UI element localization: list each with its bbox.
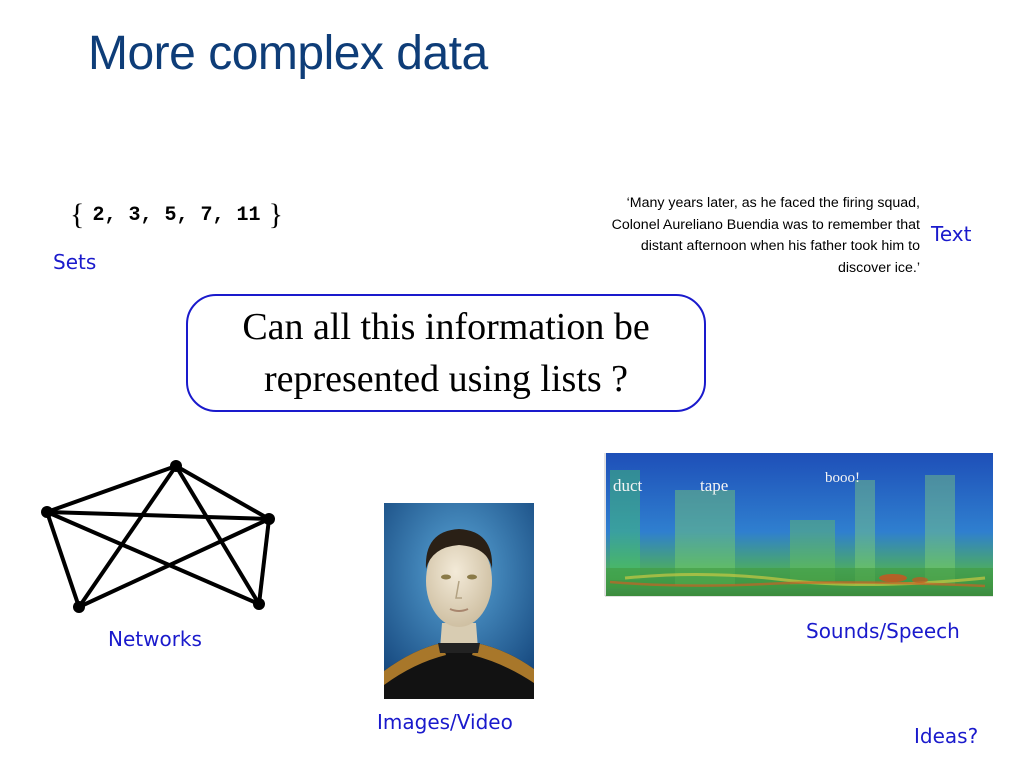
network-edges [45,464,271,609]
question-line: represented using lists ? [263,358,629,400]
sets-label: Sets [53,250,97,274]
ideas-label: Ideas? [914,724,979,748]
network-node [73,601,85,613]
quote-line: discover ice.’ [837,259,920,276]
network-node [170,460,182,472]
question-line: Can all this information be [242,306,650,348]
set-values: 2, 3, 5, 7, 11 [92,203,261,227]
network-node [263,513,275,525]
quote-line: Colonel Aureliano Buendia was to remembe… [611,216,920,233]
network-edge [77,464,178,609]
portrait-image [384,503,534,699]
text-quote: ‘Many years later, as he faced the firin… [540,193,920,279]
open-brace: { [70,198,85,231]
networks-label: Networks [108,627,202,651]
close-brace: } [268,198,284,231]
network-edge [46,464,177,514]
spectrogram-word: tape [700,476,728,495]
network-edge [78,517,270,609]
spectrogram-bands [606,470,993,588]
spectrogram-word: booo! [825,470,860,486]
network-edge [175,464,270,521]
network-graph [41,460,275,613]
network-edge [45,511,81,608]
quote-line: ‘Many years later, as he faced the firin… [626,195,920,211]
spectrogram-words: duct tape booo! [613,470,860,495]
text-label: Text [931,222,972,246]
spectrogram-word: duct [613,476,643,495]
portrait-photo-icon [384,503,534,699]
set-example: { 2, 3, 5, 7, 11 } [70,198,283,232]
slide-title: More complex data [88,27,488,80]
sounds-label: Sounds/Speech [806,619,960,643]
images-label: Images/Video [377,710,513,734]
question-box: Can all this information be represented … [186,294,706,412]
network-edge [174,464,261,606]
network-node [41,506,53,518]
quote-line: distant afternoon when his father took h… [640,238,920,254]
network-node [253,598,265,610]
network-nodes [41,460,275,613]
spectrogram: duct tape booo! [604,453,993,597]
network-edge [257,518,271,605]
network-edge [46,510,260,606]
network-edge [46,510,270,521]
